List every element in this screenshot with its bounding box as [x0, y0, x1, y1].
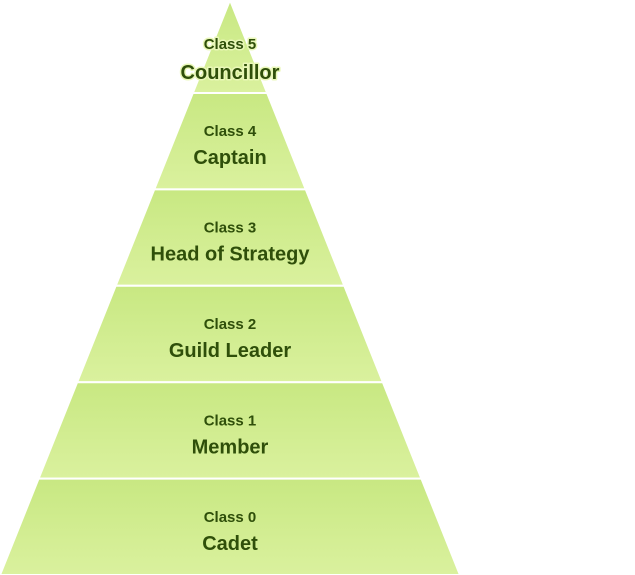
tier-class-label: Class 4 [204, 123, 257, 140]
tier-title: Guild Leader [169, 340, 291, 362]
tier-class-label: Class 5 [204, 36, 257, 53]
pyramid-tier-shape [75, 284, 385, 384]
tier-class-label: Class 0 [204, 509, 257, 526]
pyramid-tier: Class 4 Captain [152, 92, 308, 191]
pyramid-tier: Class 3 Head of Strategy [114, 188, 346, 287]
pyramid-tier: Class 5 Councillor [179, 0, 281, 94]
pyramid-tier: Class 1 Member [37, 381, 423, 480]
tier-class-label: Class 1 [204, 412, 257, 429]
tier-class-label: Class 2 [204, 316, 257, 333]
tier-title: Member [192, 436, 269, 458]
pyramid-tier-shape [114, 188, 346, 287]
tier-title: Councillor [181, 62, 280, 84]
pyramid-tier: Class 2 Guild Leader [75, 284, 385, 384]
tier-class-label: Class 3 [204, 220, 257, 237]
pyramid-tier-shape [152, 92, 308, 191]
tier-title: Head of Strategy [151, 244, 311, 266]
tier-title: Cadet [202, 533, 258, 555]
pyramid-tier-shape [37, 381, 423, 480]
pyramid-tier-shape [0, 477, 462, 575]
pyramid-tier: Class 0 Cadet [0, 477, 462, 575]
tier-title: Captain [193, 147, 266, 169]
